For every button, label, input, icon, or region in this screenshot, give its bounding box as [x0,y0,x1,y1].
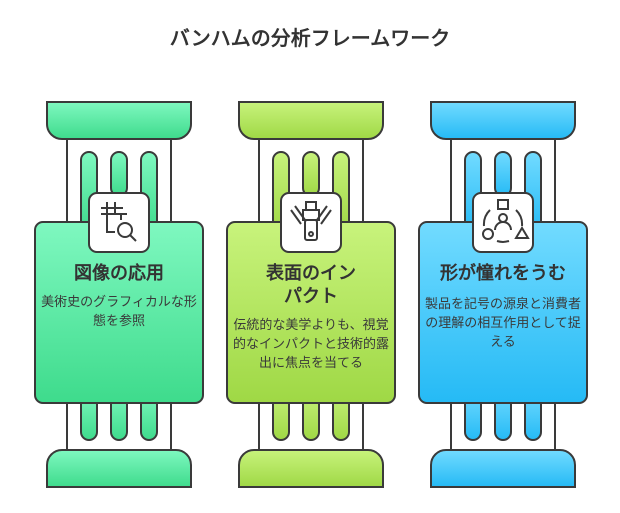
diagram-title: バンハムの分析フレームワーク [169,26,451,50]
pillar-heading: 表面のインパクト [266,263,356,307]
pillar-description: 伝統的な美学よりも、視覚的なインパクトと技術的露出に焦点を当てる [232,318,389,371]
pattern-search-icon [101,202,137,242]
pillar-heading: 図像の応用 [74,263,164,284]
shapes-cycle-icon [482,199,530,243]
pillar-surface-impact: 表面のインパクト 伝統的な美学よりも、視覚的なインパクトと技術的露出に焦点を当て… [231,262,391,373]
pillar-iconography: 図像の応用 美術史のグラフィカルな形態を参照 [39,262,199,331]
pillar-heading: 形が憧れをうむ [440,263,566,284]
pillar-1-shape [226,101,396,488]
engine-icon [290,201,332,241]
pillar-description: 製品を記号の源泉と消費者の理解の相互作用として捉える [424,297,581,350]
pillar-2-shape [418,101,588,488]
pillar-description: 美術史のグラフィカルな形態を参照 [41,295,197,329]
pillar-0-shape [34,101,204,488]
pillar-form-desire: 形が憧れをうむ 製品を記号の源泉と消費者の理解の相互作用として捉える [423,262,583,352]
